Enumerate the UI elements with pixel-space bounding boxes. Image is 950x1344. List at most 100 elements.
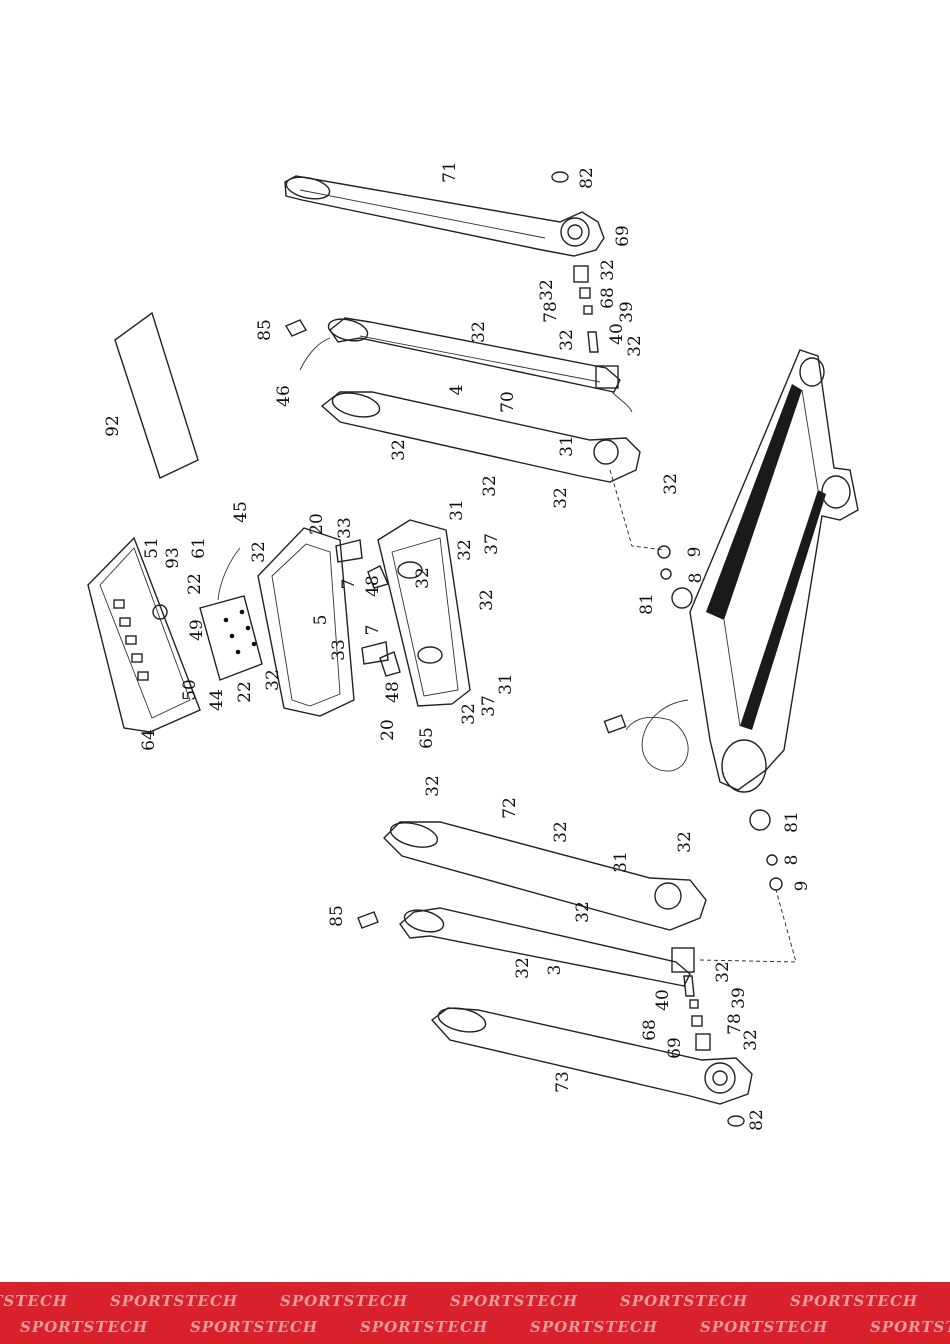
- part-85-grip-top: [284, 319, 308, 337]
- callout-c32f: 32: [389, 439, 409, 461]
- callout-c33a: 33: [335, 517, 355, 539]
- callout-c72: 72: [500, 797, 520, 819]
- part-44-pcb: [199, 595, 263, 681]
- callout-c82b: 82: [747, 1109, 767, 1131]
- part-71-handrail: [284, 175, 605, 257]
- callout-c32p: 32: [423, 775, 443, 797]
- exploded-parts-diagram: 7182693232687839403232853244670923231323…: [87, 161, 859, 1131]
- callout-c32s: 32: [573, 901, 593, 923]
- callout-c68b: 68: [640, 1019, 660, 1041]
- callout-c82a: 82: [577, 167, 597, 189]
- brand-watermark: SPORTSTECH: [190, 1318, 319, 1336]
- callout-c46: 46: [274, 385, 294, 407]
- callout-c45: 45: [231, 501, 251, 523]
- callout-c48b: 48: [383, 681, 403, 703]
- part-5-frame: [257, 527, 355, 717]
- callout-c31c: 31: [496, 673, 516, 695]
- callout-c9a: 9: [685, 547, 705, 558]
- callout-c7a: 7: [339, 579, 359, 590]
- callout-c37a: 37: [482, 533, 502, 555]
- part-46-wire-lower: [611, 391, 633, 413]
- callout-c81b: 81: [782, 811, 802, 833]
- callout-c40b: 40: [653, 989, 673, 1011]
- callout-c22b: 22: [235, 681, 255, 703]
- callout-c71: 71: [440, 161, 460, 183]
- callout-c65: 65: [417, 727, 437, 749]
- part-85-grip-bottom: [357, 911, 379, 929]
- callout-c64: 64: [139, 729, 159, 751]
- part-82-cap-bottom: [727, 1115, 745, 1127]
- callout-c81a: 81: [637, 593, 657, 615]
- brand-footer: SPORTSTECH SPORTSTECH SPORTSTECH SPORTSTECH…: [0, 1282, 950, 1344]
- callout-c49: 49: [187, 619, 207, 641]
- callout-c32l: 32: [413, 567, 433, 589]
- brand-watermark: SPORTSTECH: [700, 1318, 829, 1336]
- callout-c32i: 32: [551, 487, 571, 509]
- callout-c39a: 39: [617, 301, 637, 323]
- part-7-bracket: [335, 539, 401, 677]
- callout-c68a: 68: [598, 287, 618, 309]
- brand-watermark: SPORTSTECH: [530, 1318, 659, 1336]
- callout-c32v: 32: [741, 1029, 761, 1051]
- callout-c44: 44: [207, 689, 227, 711]
- part-82-cap-top: [551, 171, 569, 183]
- brand-watermark: SPORTSTECH: [280, 1292, 409, 1310]
- brand-watermark: SPORTSTECH: [20, 1318, 149, 1336]
- callout-c39b: 39: [729, 987, 749, 1009]
- callout-c69b: 69: [665, 1037, 685, 1059]
- callout-c51: 51: [142, 537, 162, 559]
- callout-c32j: 32: [249, 541, 269, 563]
- callout-c8a: 8: [686, 573, 706, 584]
- part-46-wire: [299, 337, 331, 371]
- brand-watermark: SPORTSTECH: [870, 1318, 950, 1336]
- callout-c20a: 20: [307, 513, 327, 535]
- brand-watermark: SPORTSTECH: [360, 1318, 489, 1336]
- callout-c70: 70: [498, 391, 518, 413]
- knob-assembly-bottom: [683, 975, 711, 1051]
- part-81-roller-bottom: [749, 809, 783, 891]
- callout-c69a: 69: [613, 225, 633, 247]
- callout-c32u: 32: [713, 961, 733, 983]
- part-64-console: [87, 536, 201, 733]
- callout-c9b: 9: [792, 881, 812, 892]
- callout-c32n: 32: [263, 669, 283, 691]
- part-81-roller-top: [657, 545, 693, 609]
- part-4-upright: [327, 317, 621, 393]
- connector-line-top: [609, 469, 665, 551]
- brand-watermark: SPORTSTECH: [110, 1292, 239, 1310]
- callout-c33b: 33: [329, 639, 349, 661]
- part-73-handrail: [430, 1007, 753, 1105]
- part-92-overlay: [114, 311, 199, 479]
- brand-watermark: SPORTSTECH: [450, 1292, 579, 1310]
- callout-c78a: 78: [541, 301, 561, 323]
- callout-c32d: 32: [625, 335, 645, 357]
- knob-assembly-top: [573, 265, 599, 353]
- callout-c61: 61: [189, 537, 209, 559]
- callout-c32c: 32: [557, 329, 577, 351]
- part-65-back-housing: [377, 519, 471, 707]
- callout-c5: 5: [311, 615, 331, 626]
- callout-c31b: 31: [447, 499, 467, 521]
- part-72-side-cover: [383, 821, 707, 931]
- callout-c85b: 85: [327, 905, 347, 927]
- part-45-wire: [217, 547, 241, 601]
- callout-c20b: 20: [378, 719, 398, 741]
- callout-c31d: 31: [611, 851, 631, 873]
- callout-c78b: 78: [725, 1013, 745, 1035]
- callout-c8b: 8: [782, 855, 802, 866]
- callout-c32m: 32: [477, 589, 497, 611]
- callout-c7b: 7: [363, 625, 383, 636]
- callout-c48a: 48: [363, 575, 383, 597]
- callout-c32r: 32: [675, 831, 695, 853]
- brand-watermark: SPORTSTECH: [620, 1292, 749, 1310]
- callout-c22a: 22: [185, 573, 205, 595]
- callout-c32k: 32: [455, 539, 475, 561]
- callout-c32a: 32: [537, 279, 557, 301]
- callout-c50: 50: [180, 679, 200, 701]
- callout-c4: 4: [447, 385, 467, 396]
- callout-c40a: 40: [607, 323, 627, 345]
- callout-c32q: 32: [551, 821, 571, 843]
- brand-watermark: SPORTSTECH: [790, 1292, 919, 1310]
- callout-c73: 73: [553, 1071, 573, 1093]
